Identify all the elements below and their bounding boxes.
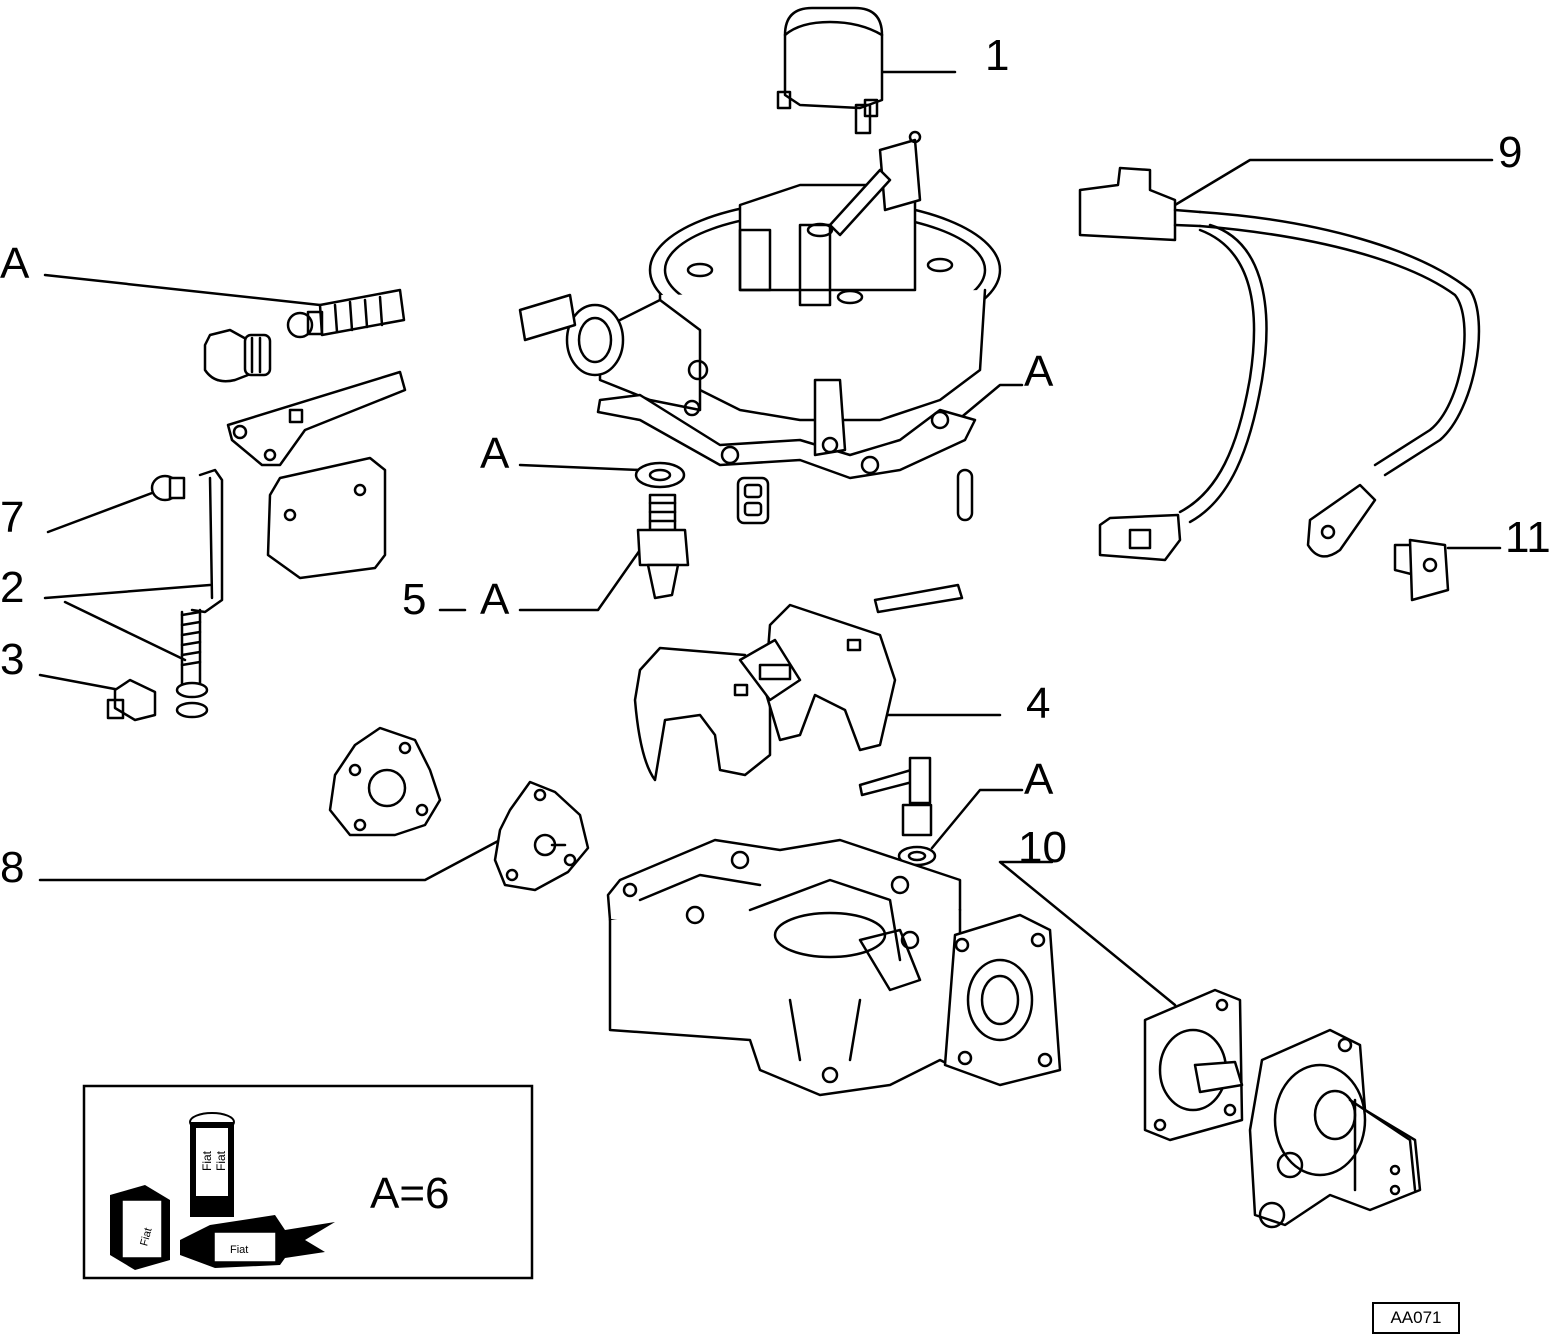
part-3-clamp bbox=[106, 678, 157, 722]
needle-valve bbox=[858, 756, 937, 867]
part-7-screw bbox=[150, 474, 186, 502]
link-lever bbox=[226, 370, 407, 467]
kit-inset: Fiat Fiat Fiat Fiat bbox=[82, 1084, 534, 1280]
callout-a-filter: A bbox=[0, 239, 30, 288]
carburetor-top-cover bbox=[518, 130, 1002, 480]
callout-8: 8 bbox=[0, 843, 25, 892]
kit-brand-text-box-left: Fiat bbox=[138, 1227, 154, 1248]
callout-2: 2 bbox=[0, 563, 25, 612]
kit-brand-text-tube-2: Fiat bbox=[214, 1150, 228, 1171]
callout-5: 5 bbox=[402, 575, 427, 624]
part-5-jet bbox=[634, 461, 690, 600]
diagram-code: AA071 bbox=[1372, 1302, 1460, 1334]
callout-4: 4 bbox=[1026, 679, 1051, 728]
pump-housing-right bbox=[1248, 1028, 1422, 1229]
small-gaskets bbox=[736, 468, 974, 525]
part-4-float bbox=[633, 603, 897, 782]
adhesive-tube-icon bbox=[189, 1112, 235, 1217]
callout-9: 9 bbox=[1498, 128, 1523, 177]
part-11-clip bbox=[1393, 538, 1450, 602]
filter-screen bbox=[286, 288, 406, 339]
leader-lines bbox=[38, 70, 1502, 1007]
callout-7: 7 bbox=[0, 493, 25, 542]
callout-a-washer: A bbox=[480, 429, 510, 478]
kit-brand-text-tube-1: Fiat bbox=[200, 1150, 214, 1171]
kit-box-left-icon bbox=[110, 1185, 170, 1270]
plug-screw bbox=[203, 328, 272, 383]
carburetor-body bbox=[606, 838, 1062, 1097]
part-9-wiring-harness bbox=[1078, 166, 1481, 562]
float-pin bbox=[873, 583, 964, 614]
kit-box-right-icon bbox=[180, 1215, 335, 1268]
callout-a-needle-valve: A bbox=[1024, 755, 1054, 804]
part-2-rod-spring bbox=[175, 468, 224, 719]
callout-10: 10 bbox=[1018, 823, 1067, 872]
callout-a-jet: A bbox=[480, 575, 510, 624]
part-1-cover bbox=[776, 6, 884, 135]
part-10-diaphragm-plate bbox=[1143, 988, 1244, 1142]
gasket-plate bbox=[266, 456, 387, 580]
kit-equation: A=6 bbox=[370, 1169, 450, 1218]
kit-brand-text-box-right: Fiat bbox=[230, 1244, 248, 1256]
part-8-diaphragm bbox=[493, 780, 590, 892]
callout-a-top-cover: A bbox=[1024, 347, 1054, 396]
pump-cover-left bbox=[328, 726, 442, 837]
callout-11: 11 bbox=[1505, 513, 1551, 562]
callout-3: 3 bbox=[0, 635, 25, 684]
callout-1: 1 bbox=[985, 31, 1010, 80]
